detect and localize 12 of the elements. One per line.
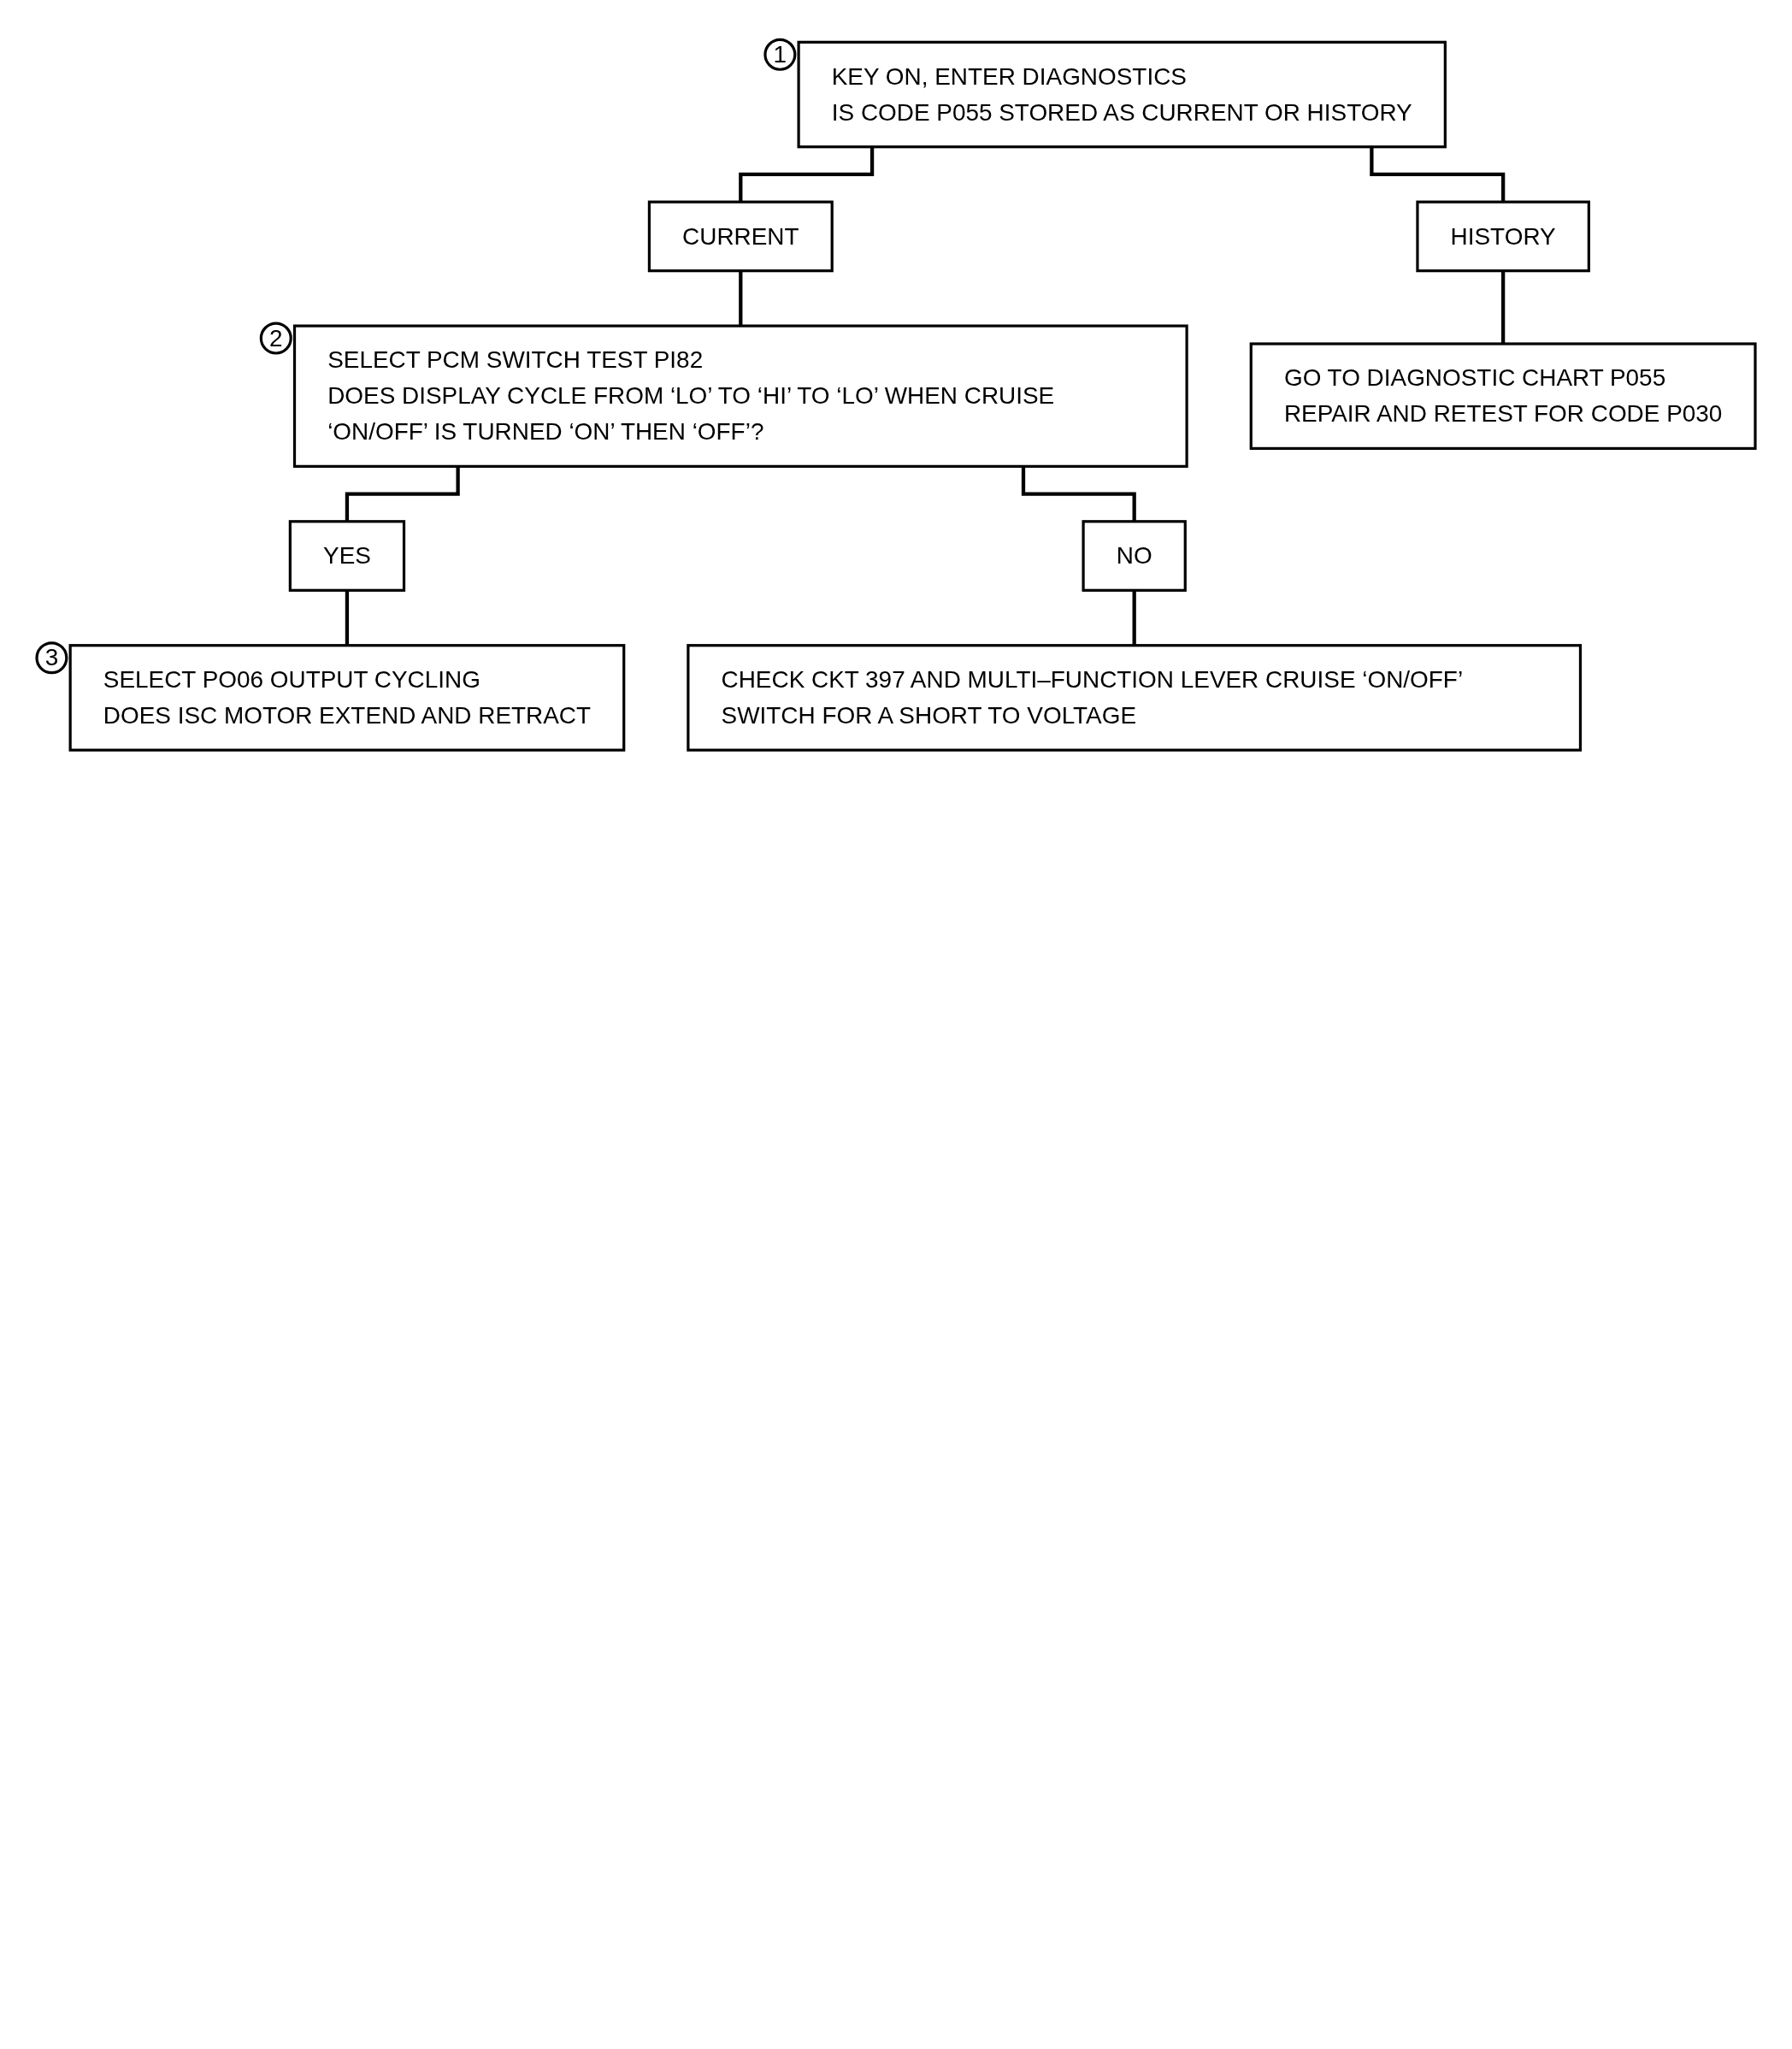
- node-circle: [763, 38, 797, 71]
- node-box: [797, 40, 1447, 149]
- node-box: [1249, 342, 1757, 451]
- node-box: [647, 200, 834, 273]
- node-box: [292, 324, 1188, 468]
- node-box: [1416, 200, 1590, 273]
- node-box: [1082, 520, 1187, 592]
- node-circle: [259, 322, 292, 355]
- node-circle: [35, 641, 68, 675]
- node-box: [68, 644, 626, 752]
- node-box: [687, 644, 1583, 752]
- node-box: [288, 520, 406, 592]
